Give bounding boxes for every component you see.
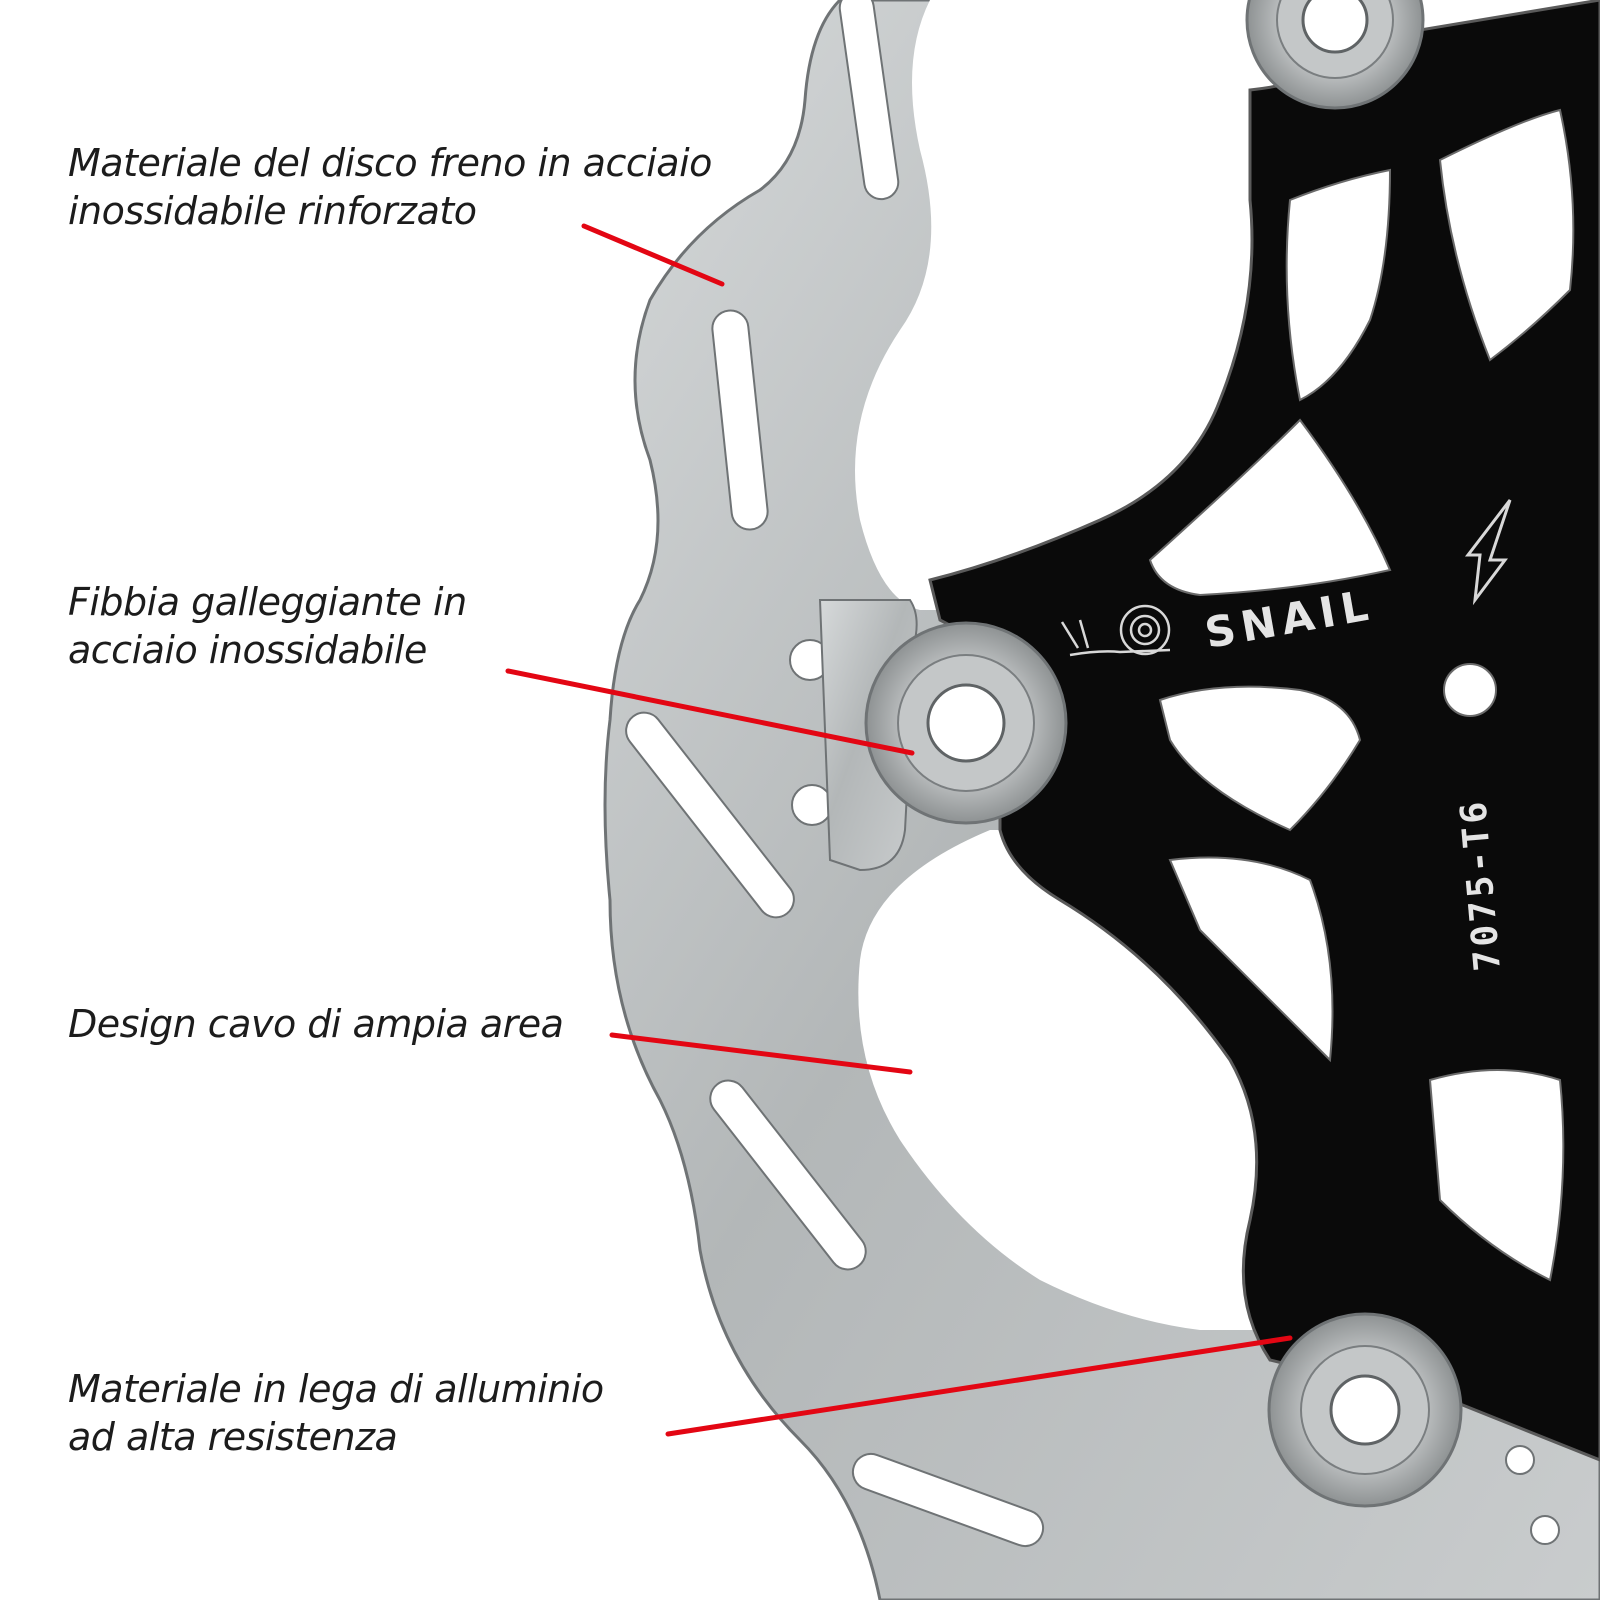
callout-floating-buckle: Fibbia galleggiante in acciaio inossidab… [68, 578, 467, 674]
vent-slot [709, 1079, 867, 1271]
snail-icon [1060, 604, 1171, 657]
leader-lines [505, 223, 1293, 1437]
callout-line: Materiale del disco freno in acciaio [68, 141, 712, 185]
spider-center-hole [1443, 663, 1497, 717]
vent-slot [838, 0, 900, 201]
vent-slot [711, 309, 769, 531]
floating-rivet [864, 621, 1068, 825]
aluminium-spider [928, 0, 1600, 1462]
rotor-hole [791, 784, 833, 826]
callout-line: Materiale in lega di alluminio [68, 1367, 604, 1411]
leader-line-3 [609, 1032, 913, 1075]
callout-hollow-design: Design cavo di ampia area [68, 1000, 564, 1048]
spider-cutout [1428, 1069, 1565, 1282]
spider-cutout [1158, 685, 1362, 832]
floating-rivet [1245, 0, 1425, 110]
spider-cutout [1438, 108, 1575, 362]
vent-slot [851, 1452, 1045, 1548]
vent-slot [625, 711, 795, 919]
callout-line: Design cavo di ampia area [68, 1002, 564, 1046]
callout-line: acciaio inossidabile [68, 628, 427, 672]
spider-cutout [1148, 418, 1392, 597]
rotor-hole [1505, 1445, 1535, 1475]
leader-line-2 [505, 668, 915, 756]
rotor-small-holes [789, 639, 1560, 1545]
callout-aluminium-alloy: Materiale in lega di alluminio ad alta r… [68, 1365, 604, 1461]
rotor-vent-slots [625, 0, 1045, 1548]
callout-line: ad alta resistenza [68, 1415, 398, 1459]
rotation-arrow-icon [1464, 499, 1512, 606]
rotor-hole [1530, 1515, 1560, 1545]
callout-line: Fibbia galleggiante in [68, 580, 467, 624]
spider-cutout [1168, 856, 1334, 1063]
floating-rivet [1267, 1312, 1463, 1508]
callout-steel-material: Materiale del disco freno in acciaio ino… [68, 139, 712, 235]
leader-line-1 [581, 223, 725, 287]
spider-cutout [1285, 168, 1392, 402]
leader-line-4 [665, 1335, 1293, 1437]
callout-line: inossidabile rinforzato [68, 189, 477, 233]
